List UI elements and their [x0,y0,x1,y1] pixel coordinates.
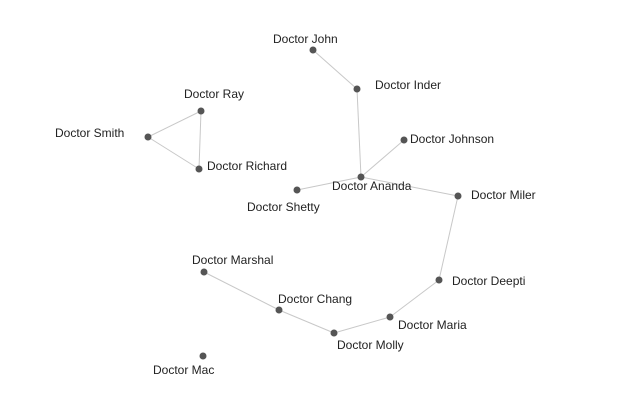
node-label-john: Doctor John [273,32,338,46]
node-label-miler: Doctor Miler [471,188,536,202]
node-label-deepti: Doctor Deepti [452,274,525,288]
node-john[interactable]: Doctor John [273,32,338,54]
node-dot-chang[interactable] [275,306,283,314]
node-dot-ananda[interactable] [357,173,365,181]
node-molly[interactable]: Doctor Molly [330,329,404,353]
edge-molly-chang [278,309,335,334]
node-johnson[interactable]: Doctor Johnson [400,132,495,146]
edge-smith-richard [147,136,200,170]
edge-deepti-maria [389,279,440,318]
node-label-ananda: Doctor Ananda [332,179,412,193]
edge-ray-richard [198,110,202,170]
node-label-molly: Doctor Molly [337,338,404,352]
edge-ananda-shetty [296,176,362,191]
node-deepti[interactable]: Doctor Deepti [435,274,526,288]
edge-ray-smith [147,110,202,138]
edge-miler-deepti [438,195,459,281]
node-maria[interactable]: Doctor Maria [386,313,468,333]
edge-john-inder [312,49,358,90]
edge-johnson-ananda [360,139,405,178]
node-dot-mac[interactable] [199,352,207,360]
edge-chang-marshal [203,271,280,311]
node-dot-miler[interactable] [454,192,462,200]
node-dot-johnson[interactable] [400,136,408,144]
node-chang[interactable]: Doctor Chang [275,292,353,314]
node-label-ray: Doctor Ray [184,87,244,101]
node-label-smith: Doctor Smith [55,126,124,140]
node-dot-ray[interactable] [197,107,205,115]
node-label-maria: Doctor Maria [398,318,467,332]
node-ray[interactable]: Doctor Ray [184,87,244,115]
node-dot-maria[interactable] [386,313,394,321]
edge-inder-ananda [356,88,362,178]
node-miler[interactable]: Doctor Miler [454,188,536,202]
node-dot-shetty[interactable] [293,186,301,194]
node-smith[interactable]: Doctor Smith [55,126,152,141]
edge-ananda-miler [360,176,459,197]
node-inder[interactable]: Doctor Inder [353,78,442,93]
node-dot-molly[interactable] [330,329,338,337]
node-label-inder: Doctor Inder [375,78,441,92]
edges-layer [147,49,459,334]
node-label-chang: Doctor Chang [278,292,352,306]
node-marshal[interactable]: Doctor Marshal [192,253,273,276]
node-label-johnson: Doctor Johnson [410,132,494,146]
node-ananda[interactable]: Doctor Ananda [332,173,412,194]
node-dot-smith[interactable] [144,133,152,141]
node-dot-marshal[interactable] [200,268,208,276]
node-dot-deepti[interactable] [435,276,443,284]
node-shetty[interactable]: Doctor Shetty [247,186,320,215]
node-label-marshal: Doctor Marshal [192,253,273,267]
node-dot-richard[interactable] [195,165,203,173]
node-dot-john[interactable] [309,46,317,54]
node-label-richard: Doctor Richard [207,159,287,173]
node-richard[interactable]: Doctor Richard [195,159,288,173]
node-label-shetty: Doctor Shetty [247,200,320,214]
node-label-mac: Doctor Mac [153,363,214,377]
edge-maria-molly [333,316,391,334]
node-dot-inder[interactable] [353,85,361,93]
node-mac[interactable]: Doctor Mac [153,352,214,378]
